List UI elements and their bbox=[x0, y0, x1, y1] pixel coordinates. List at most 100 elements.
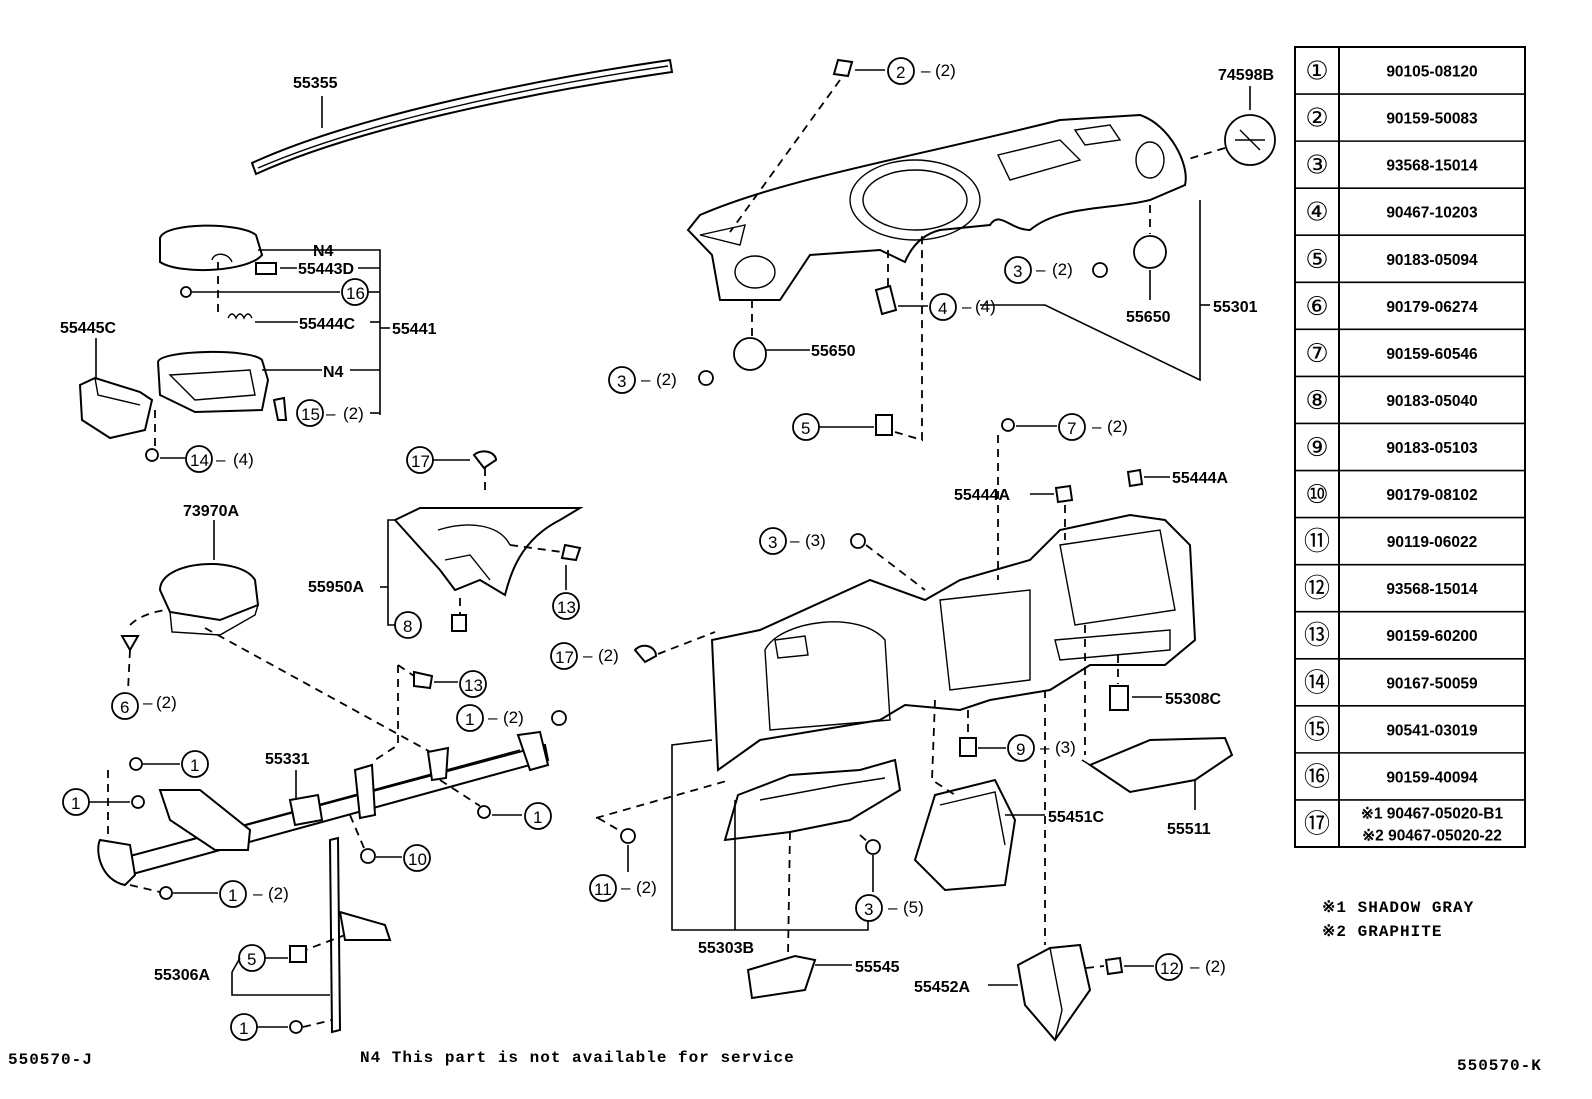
svg-text:9: 9 bbox=[1016, 740, 1025, 759]
clip-55444A-b bbox=[1054, 484, 1074, 504]
part-55445C bbox=[78, 376, 154, 440]
svg-text:–: – bbox=[253, 884, 263, 903]
callout-55444A-b: 55444A bbox=[954, 487, 1010, 504]
table-mark: ⑭ bbox=[1304, 668, 1330, 698]
ref-11 bbox=[589, 874, 617, 902]
svg-text:2: 2 bbox=[896, 63, 905, 82]
svg-text:3: 3 bbox=[1013, 262, 1022, 281]
table-mark: ⑨ bbox=[1305, 433, 1328, 463]
svg-text:13: 13 bbox=[464, 676, 483, 695]
callout-55511: 55511 bbox=[1167, 821, 1211, 838]
svg-text:5: 5 bbox=[247, 950, 256, 969]
clip-5-a bbox=[289, 945, 307, 963]
table-part-number: 90119-06022 bbox=[1387, 534, 1478, 551]
clip-6 bbox=[120, 635, 140, 653]
svg-text:(2): (2) bbox=[598, 646, 619, 665]
bolt-11 bbox=[620, 828, 636, 844]
table-part-number: 90159-60546 bbox=[1386, 346, 1478, 363]
screw-14 bbox=[145, 448, 159, 462]
svg-text:–: – bbox=[641, 370, 651, 389]
svg-text:14: 14 bbox=[190, 451, 209, 470]
callout-55301: 55301 bbox=[1213, 299, 1258, 316]
table-part-number: 90159-40094 bbox=[1386, 769, 1478, 786]
bolt-1-c bbox=[129, 757, 143, 771]
svg-text:–: – bbox=[488, 708, 498, 727]
svg-text:–: – bbox=[1092, 417, 1102, 436]
table-mark: ⑮ bbox=[1304, 715, 1330, 745]
callout-55355: 55355 bbox=[293, 75, 338, 92]
ref-1-e bbox=[219, 880, 247, 908]
table-mark: ⑬ bbox=[1304, 621, 1330, 651]
svg-text:7: 7 bbox=[1067, 419, 1076, 438]
ref-3-a bbox=[1004, 256, 1032, 284]
ref-6 bbox=[111, 692, 139, 720]
table-part-number: 90159-60200 bbox=[1386, 628, 1477, 645]
svg-text:(3): (3) bbox=[805, 531, 826, 550]
part-55950A bbox=[393, 507, 584, 597]
svg-text:(4): (4) bbox=[233, 450, 254, 469]
table-part-number: 90105-08120 bbox=[1386, 64, 1477, 81]
bolt-1-b bbox=[477, 805, 491, 819]
ref-9 bbox=[1007, 734, 1035, 762]
svg-text:10: 10 bbox=[408, 850, 427, 869]
svg-text:13: 13 bbox=[557, 598, 576, 617]
svg-text:(2): (2) bbox=[268, 884, 289, 903]
callout-55650-a: 55650 bbox=[1126, 309, 1171, 326]
part-55303B-lower-panel bbox=[710, 513, 1197, 772]
svg-text:(3): (3) bbox=[1055, 738, 1076, 757]
svg-text:1: 1 bbox=[465, 710, 474, 729]
svg-text:(2): (2) bbox=[935, 61, 956, 80]
part-55650-a bbox=[1133, 235, 1167, 269]
svg-text:8: 8 bbox=[403, 617, 412, 636]
table-mark: ⑤ bbox=[1305, 245, 1328, 275]
part-73970A-airbag bbox=[158, 563, 260, 636]
table-mark: ⑦ bbox=[1305, 339, 1328, 369]
part-55545 bbox=[746, 954, 817, 1000]
svg-text:5: 5 bbox=[801, 419, 810, 438]
svg-text:–: – bbox=[1190, 957, 1200, 976]
bolt-1-e bbox=[159, 886, 173, 900]
svg-text:–: – bbox=[962, 297, 972, 316]
bolt-3-b bbox=[698, 370, 714, 386]
svg-text:–: – bbox=[216, 450, 226, 469]
part-box bbox=[156, 350, 270, 414]
svg-text:–: – bbox=[326, 404, 336, 423]
bolt-7 bbox=[1001, 418, 1015, 432]
table-mark: ⑪ bbox=[1304, 527, 1330, 557]
bolt-2 bbox=[832, 58, 854, 78]
svg-text:1: 1 bbox=[533, 808, 542, 827]
svg-text:(2): (2) bbox=[156, 693, 177, 712]
bolt-3-a bbox=[1092, 262, 1108, 278]
table-mark: ⑧ bbox=[1305, 386, 1328, 416]
svg-text:1: 1 bbox=[190, 756, 199, 775]
ref-1-b bbox=[524, 802, 552, 830]
part-55306A-brace bbox=[328, 836, 392, 1034]
part-55331-reinforcement bbox=[97, 730, 550, 887]
callout-55452A: 55452A bbox=[914, 979, 970, 996]
callout-55308C: 55308C bbox=[1165, 691, 1221, 708]
table-mark: ③ bbox=[1305, 151, 1328, 181]
clip-8 bbox=[451, 614, 467, 632]
svg-text:–: – bbox=[583, 646, 593, 665]
table-mark: ⑯ bbox=[1304, 762, 1330, 792]
table-part-number: 90179-08102 bbox=[1386, 487, 1477, 504]
ref-7 bbox=[1058, 413, 1086, 441]
callout-55441: 55441 bbox=[392, 321, 437, 338]
callout-55443D: 55443D bbox=[298, 261, 354, 278]
svg-text:15: 15 bbox=[301, 405, 320, 424]
svg-text:(5): (5) bbox=[903, 898, 924, 917]
callout-74598B: 74598B bbox=[1218, 67, 1274, 84]
svg-text:1: 1 bbox=[71, 794, 80, 813]
screw-16 bbox=[180, 286, 192, 298]
bolt-3-d bbox=[865, 839, 881, 855]
ref-3-b bbox=[608, 366, 636, 394]
ref-1-c bbox=[181, 750, 209, 778]
table-mark: ⑫ bbox=[1304, 574, 1330, 604]
table-part-number: 90541-03019 bbox=[1386, 722, 1478, 739]
bolt-1-f bbox=[289, 1020, 303, 1034]
svg-text:–: – bbox=[888, 898, 898, 917]
svg-text:3: 3 bbox=[768, 533, 777, 552]
part-55511-handle bbox=[1081, 736, 1234, 794]
svg-text:–: – bbox=[790, 531, 800, 550]
